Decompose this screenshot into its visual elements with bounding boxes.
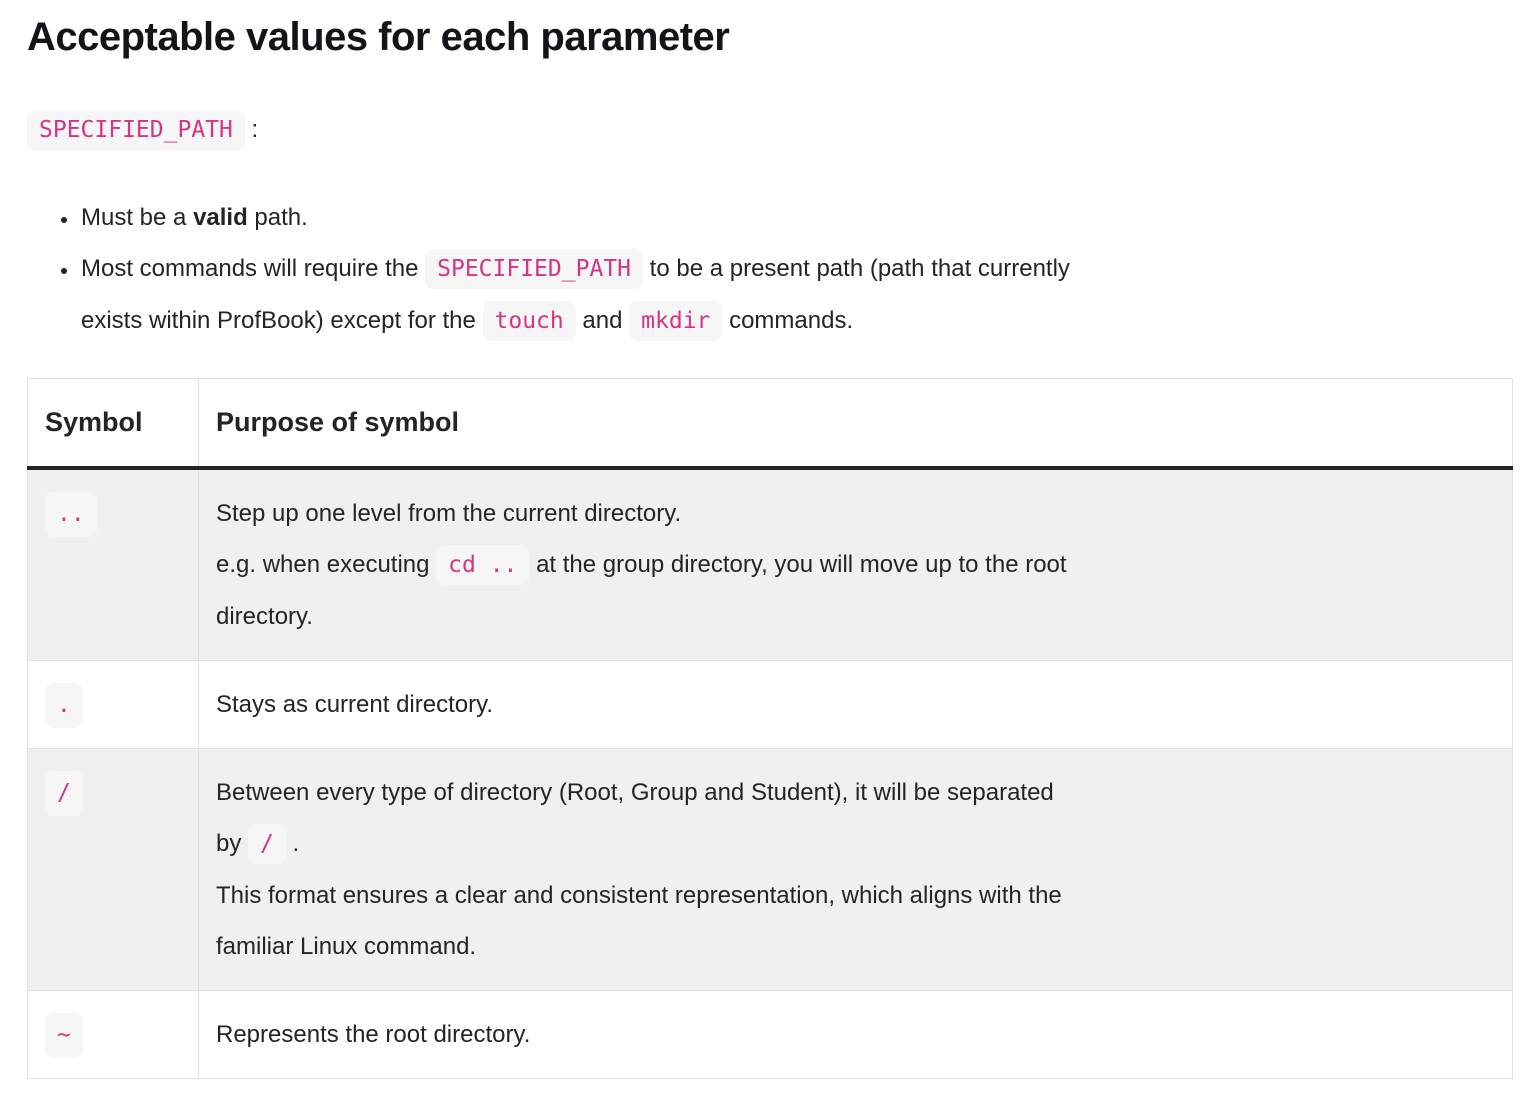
table-body: .. Step up one level from the current dir… [27,467,1513,1079]
table-row: . Stays as current directory. [27,660,1513,749]
purpose-cell: Step up one level from the current direc… [198,467,1513,661]
symbol-code: . [45,683,83,728]
bold-text: valid [193,204,248,231]
inline-code: mkdir [629,301,723,341]
symbol-cell: / [27,748,199,991]
inline-code: touch [482,301,576,341]
inline-code: cd .. [436,545,530,585]
column-header-purpose: Purpose of symbol [198,378,1513,470]
column-header-symbol: Symbol [27,378,199,470]
symbol-cell: . [27,660,199,749]
page-title: Acceptable values for each parameter [27,15,730,59]
symbol-cell: ~ [27,990,199,1079]
bullet-item: Most commands will require the SPECIFIED… [79,243,1513,347]
table-row: ~ Represents the root directory. [27,990,1513,1079]
table-header-row: Symbol Purpose of symbol [27,378,1513,470]
symbol-code: ~ [45,1013,83,1058]
symbol-cell: .. [27,467,199,661]
bullet-list: Must be a valid path.Most commands will … [27,192,1513,347]
symbol-code: .. [45,492,97,537]
inline-code: SPECIFIED_PATH [425,249,643,289]
purpose-cell: Between every type of directory (Root, G… [198,748,1513,991]
param-line: SPECIFIED_PATH : [27,104,1513,156]
bullet-item: Must be a valid path. [79,192,1513,243]
inline-code: / [248,824,286,864]
table-row: /Between every type of directory (Root, … [27,748,1513,991]
symbols-table: Symbol Purpose of symbol .. Step up one l… [27,378,1513,1079]
purpose-cell: Stays as current directory. [198,660,1513,749]
table-row: .. Step up one level from the current dir… [27,467,1513,661]
purpose-cell: Represents the root directory. [198,990,1513,1079]
symbol-code: / [45,771,83,816]
specified-path-inline-code: SPECIFIED_PATH [27,110,245,150]
param-colon: : [251,116,259,143]
